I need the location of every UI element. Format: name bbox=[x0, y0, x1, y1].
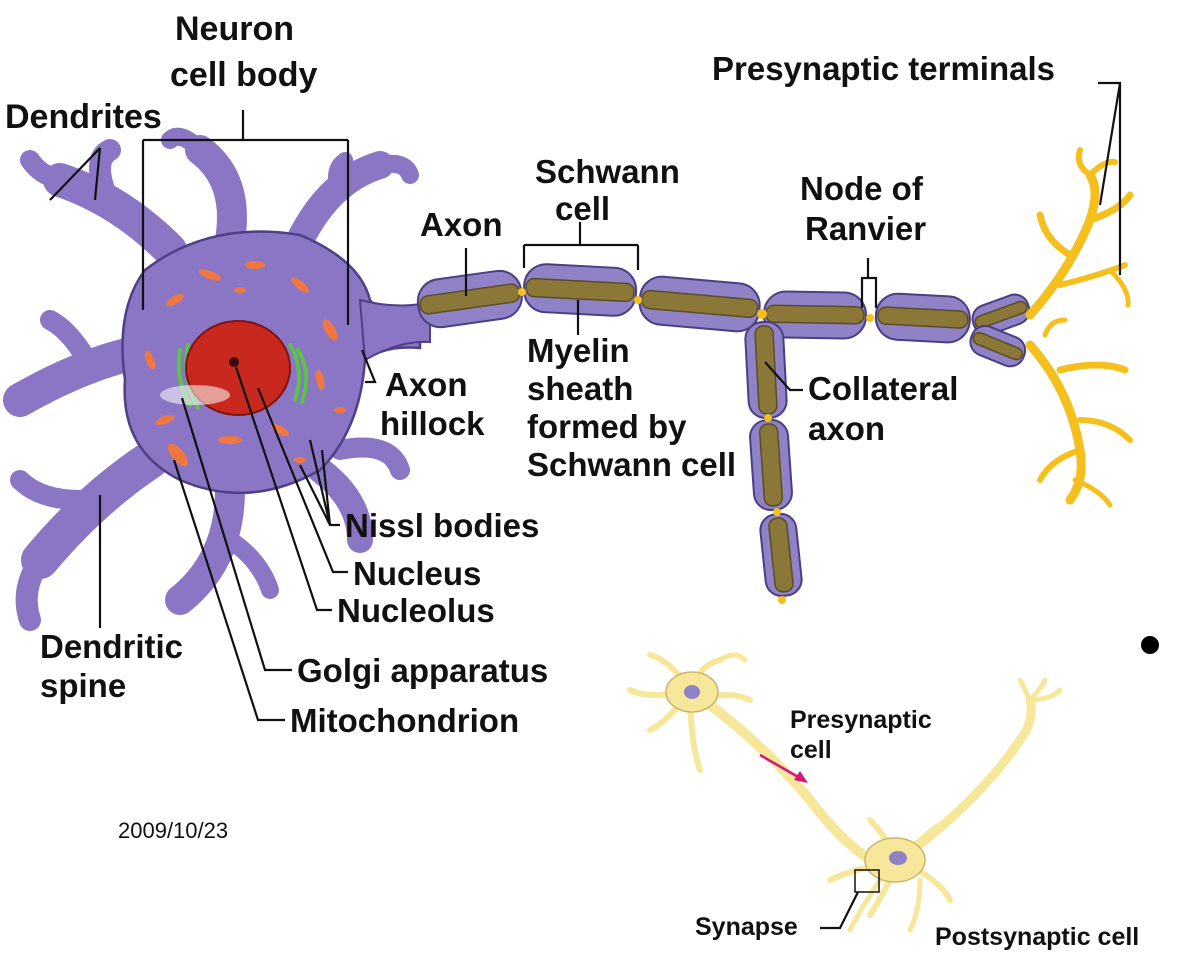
label-axon-hillock-2: hillock bbox=[380, 405, 485, 442]
label-spine: spine bbox=[40, 667, 126, 704]
label-schwann-cell-2: Schwann cell bbox=[527, 446, 736, 483]
label-schwann-cell: cell bbox=[555, 190, 610, 227]
label-axon: Axon bbox=[420, 206, 503, 243]
label-cell-body: cell body bbox=[170, 56, 317, 94]
label-ranvier: Ranvier bbox=[805, 210, 926, 247]
nucleolus bbox=[229, 357, 239, 367]
label-golgi-apparatus: Golgi apparatus bbox=[297, 652, 548, 689]
label-nucleus: Nucleus bbox=[353, 555, 481, 592]
label-dendrites: Dendrites bbox=[5, 98, 162, 136]
label-formed-by: formed by bbox=[527, 408, 687, 445]
label-presynaptic-terminals: Presynaptic terminals bbox=[712, 50, 1055, 87]
label-dendritic: Dendritic bbox=[40, 628, 183, 665]
label-schwann: Schwann bbox=[535, 153, 680, 190]
label-mitochondrion: Mitochondrion bbox=[290, 702, 519, 739]
label-presynaptic: Presynaptic bbox=[790, 706, 932, 734]
label-synapse: Synapse bbox=[695, 913, 798, 941]
label-axon-hillock-1: Axon bbox=[385, 366, 468, 403]
label-sheath: sheath bbox=[527, 370, 633, 407]
label-presynaptic-cell: cell bbox=[790, 736, 832, 764]
label-nissl-bodies: Nissl bodies bbox=[345, 507, 539, 544]
label-node-of: Node of bbox=[800, 170, 924, 207]
slide-date: 2009/10/23 bbox=[118, 818, 228, 843]
presynaptic-terminals bbox=[1030, 150, 1130, 505]
collateral-axon bbox=[745, 321, 804, 604]
myelinated-axon bbox=[415, 263, 1033, 370]
label-nucleolus: Nucleolus bbox=[337, 592, 495, 629]
label-collateral: Collateral bbox=[808, 370, 958, 407]
synapse-inset: Presynaptic cell Synapse Postsynaptic ce… bbox=[630, 655, 1139, 951]
label-neuron: Neuron bbox=[175, 10, 294, 48]
label-myelin: Myelin bbox=[527, 332, 630, 369]
presynaptic-cell bbox=[630, 655, 870, 860]
neuron-cell-body bbox=[20, 137, 420, 620]
label-postsynaptic-cell: Postsynaptic cell bbox=[935, 923, 1139, 951]
label-collateral-axon: axon bbox=[808, 410, 885, 447]
bullet-dot bbox=[1141, 636, 1159, 654]
